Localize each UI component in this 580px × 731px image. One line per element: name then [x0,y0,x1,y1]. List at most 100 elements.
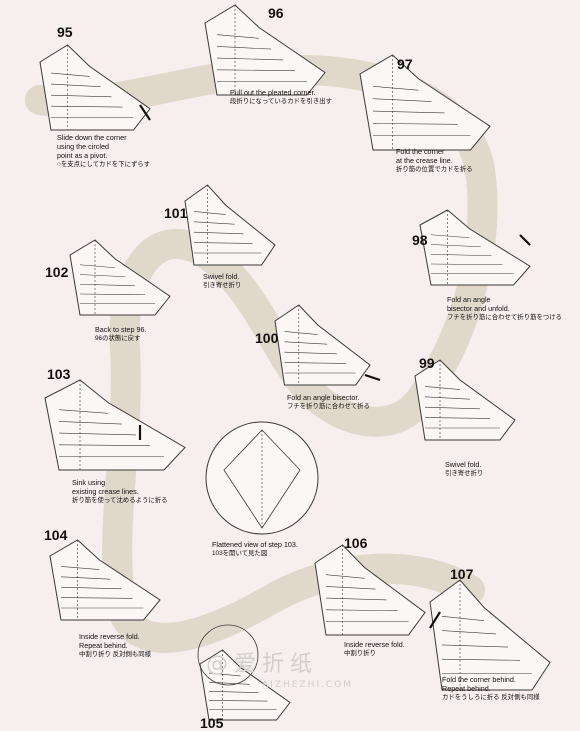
caption-line: Slide down the corner [57,133,127,142]
caption-line: existing crease lines. [72,487,139,496]
step-caption-99: Swivel fold.引き寄せ折り [445,460,483,478]
fold-arrow-4 [429,611,441,629]
crease-line [441,658,521,661]
step-number-103: 103 [47,366,71,382]
step-caption-102: Back to step 96.96の状態に戻す [95,325,147,343]
caption-japanese: 中割り折り 反対側も同様 [79,651,152,658]
step-caption-100: Fold an angle bisector.フチを折り筋に合わせて折る [287,393,370,411]
caption-line: Repeat behind. [79,641,128,650]
step-caption-107: Fold the corner behind.Repeat behind.カドを… [442,675,540,702]
watermark-text: 爱折纸 [234,652,319,677]
origami-figure-8 [44,379,186,471]
caption-line: Repeat behind. [442,684,491,693]
crease-line [216,46,272,50]
crease-line [216,57,284,61]
crease-line [424,396,471,400]
caption-line: Inside reverse fold. [344,640,405,649]
crease-line [216,69,296,71]
crease-line [372,98,432,102]
crease-line [193,221,235,225]
origami-figure-2 [359,54,491,151]
crease-line [284,331,318,335]
figures [39,4,551,721]
origami-figure-12 [429,579,551,691]
caption-line: Pull out the pleated corner. [230,88,316,97]
crease-line [208,672,241,677]
origami-figure-9 [49,539,161,621]
caption-japanese: 折り筋を使って沈めるように折る [72,497,168,504]
fold-arrow-1 [519,234,531,246]
crease-line [60,576,111,580]
step-number-98: 98 [412,232,428,248]
origami-figure-3 [419,209,531,286]
crease-line [430,253,492,257]
caption-line: Inside reverse fold. [79,632,140,641]
crease-line [284,351,337,355]
watermark-prefix: @ [206,652,234,677]
origami-figure-1 [204,4,326,96]
crease-line [441,630,497,635]
step-number-99: 99 [419,355,435,371]
caption-japanese: 引き寄せ折り [203,282,242,289]
caption-line: Sink using [72,478,106,487]
step-number-96: 96 [268,5,284,21]
step-number-106: 106 [344,535,368,551]
crease-line [193,242,253,244]
crease-line [372,110,445,114]
crease-line [284,341,328,345]
caption-line: Fold an angle bisector. [287,393,360,402]
crease-line [60,597,133,599]
step-number-105: 105 [200,715,224,731]
step-caption-106: Inside reverse fold.中割り折り [344,640,405,658]
origami-figure-5 [274,304,371,386]
step-caption-101: Swivel fold.引き寄せ折り [203,272,241,290]
crease-line [50,83,101,87]
caption-line: Swivel fold. [445,460,482,469]
step-number-101: 101 [164,205,188,221]
crease-line [208,700,268,702]
crease-line [208,691,259,693]
crease-line [441,616,485,621]
caption-japanese: フチを折り筋に合わせて折り筋をつける [447,314,563,321]
caption-line: Swivel fold. [203,272,240,281]
crease-line [325,609,398,611]
crease-line [430,234,470,239]
step-caption-96: Pull out the pleated corner.段折りになっているカドを… [230,88,332,106]
crease-line [58,432,137,436]
origami-figure-6 [184,184,276,266]
crease-line [430,244,481,248]
origami-figure-4 [414,359,516,441]
caption-line: Fold an angle [447,295,491,304]
crease-line [193,211,226,215]
caption-line: Fold the corner [396,147,445,156]
caption-line: using the circled [57,142,109,151]
crease-line [58,444,151,446]
watermark-logo: @爱折纸 [206,646,318,678]
crease-line [441,644,509,648]
step-number-97: 97 [397,56,413,72]
crease-line [60,586,122,590]
watermark-url: AIZHEZHI.COM [262,680,354,690]
caption-japanese: ○を支点にしてカドを下にずらす [57,161,151,168]
origami-figure-0 [39,44,151,131]
crease-line [79,264,116,269]
step-number-100: 100 [255,330,279,346]
crease-line [325,586,376,590]
origami-figure-10 [199,649,291,721]
fold-arrow-0 [139,104,151,121]
fold-arrow-3 [364,373,381,382]
caption-japanese: カドをうしろに折る 反対側も同様 [442,694,540,701]
crease-line [60,566,100,570]
step-number-107: 107 [450,566,474,582]
crease-line [79,274,126,278]
caption-japanese: 中割り折り [344,650,376,657]
crease-line [58,409,109,414]
caption-japanese: フチを折り筋に合わせて折る [287,403,371,410]
caption-japanese: 103を開いて見た図 [212,550,268,557]
detail-circle-105 [197,624,259,686]
crease-line [430,263,503,266]
caption-line: Back to step 96. [95,325,147,334]
